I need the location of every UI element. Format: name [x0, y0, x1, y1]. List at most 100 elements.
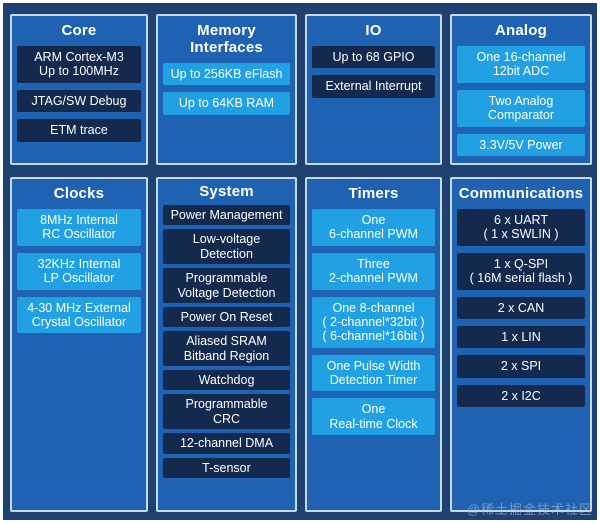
feature-text: ETM trace [50, 123, 108, 138]
feature-text: Bitband Region [183, 348, 270, 363]
feature-text: 2 x SPI [500, 359, 542, 374]
feature-box: Up to 68 GPIO [312, 46, 435, 69]
feature-box: 12-channel DMA [163, 433, 290, 454]
feature-text: 3.3V/5V Power [479, 137, 563, 152]
feature-box: 2 x CAN [457, 296, 585, 319]
panel-title-io: IO [365, 22, 382, 39]
feature-text: Programmable [185, 271, 268, 286]
feature-text: Up to 100MHz [39, 64, 119, 79]
feature-text: Watchdog [198, 373, 255, 387]
feature-text: ARM Cortex-M3 [34, 50, 124, 64]
feature-text: Programmable [185, 397, 268, 412]
feature-text: JTAG/SW Debug [31, 93, 127, 108]
feature-list: 6 x UART( 1 x SWLIN ) 1 x Q-SPI( 16M seri… [457, 209, 585, 407]
feature-text: LP Oscillator [43, 271, 115, 286]
feature-list: Up to 256KB eFlash Up to 64KB RAM [163, 63, 290, 115]
watermark: @稀土掘金技术社区 [466, 502, 593, 517]
feature-box: T-sensor [163, 457, 290, 478]
feature-box: 1 x LIN [457, 325, 585, 349]
feature-text: One 8-channel [332, 300, 415, 315]
panel-title-communications: Communications [458, 185, 584, 202]
feature-text: T-sensor [202, 460, 251, 475]
feature-box: External Interrupt [312, 75, 435, 98]
feature-text: Three [357, 256, 390, 271]
feature-text: 4-30 MHz External [27, 300, 131, 315]
feature-box: Up to 64KB RAM [163, 92, 290, 115]
feature-box: ETM trace [17, 119, 141, 142]
feature-text: 8MHz Internal [40, 213, 118, 227]
feature-text: 1 x Q-SPI [493, 256, 549, 271]
feature-text: ( 2-channel*32bit ) [322, 314, 425, 329]
feature-box: 2 x SPI [457, 355, 585, 378]
panel-title-memory-interfaces: Memory Interfaces [190, 22, 263, 56]
feature-text: Low-voltage [192, 232, 261, 247]
feature-text: One 16-channel [476, 50, 566, 64]
feature-box: 1 x Q-SPI( 16M serial flash ) [457, 252, 585, 290]
feature-list: Up to 68 GPIO External Interrupt [312, 46, 435, 98]
feature-text: One [361, 402, 386, 417]
feature-text: CRC [212, 411, 241, 426]
feature-text: ( 1 x SWLIN ) [483, 227, 559, 242]
feature-box: 3.3V/5V Power [457, 133, 585, 156]
feature-text: Power On Reset [180, 309, 273, 324]
feature-box: 2 x I2C [457, 384, 585, 407]
panel-io: IO Up to 68 GPIO External Interrupt [305, 14, 442, 165]
feature-text: Real-time Clock [329, 416, 418, 431]
panel-title-clocks: Clocks [53, 185, 105, 202]
feature-text: Power Management [170, 208, 283, 222]
feature-text: 6 x UART [494, 213, 548, 227]
feature-box: Up to 256KB eFlash [163, 63, 290, 86]
feature-box: Power Management [163, 205, 290, 226]
feature-text: Crystal Oscillator [31, 314, 127, 329]
feature-text: ( 16M serial flash ) [469, 271, 573, 286]
feature-box: Watchdog [163, 370, 290, 391]
panel-title-timers: Timers [348, 185, 399, 202]
feature-text: 1 x LIN [501, 329, 541, 344]
feature-text: 2 x CAN [497, 300, 545, 315]
feature-box: 6 x UART( 1 x SWLIN ) [457, 209, 585, 246]
feature-text: 12bit ADC [492, 64, 550, 79]
feature-text: 12-channel DMA [179, 436, 274, 451]
feature-text: One [361, 213, 386, 227]
feature-text: RC Oscillator [42, 227, 116, 242]
feature-text: 6-channel PWM [329, 227, 418, 242]
panel-title-analog: Analog [494, 22, 548, 39]
feature-text: Detection Timer [329, 373, 418, 387]
feature-text: 2 x I2C [501, 388, 541, 403]
feature-text: External Interrupt [325, 79, 422, 94]
panel-title-core: Core [61, 22, 97, 39]
feature-text: ( 6-channel*16bit ) [322, 329, 425, 344]
feature-text: Up to 256KB eFlash [170, 67, 283, 81]
feature-text: 32KHz Internal [37, 256, 121, 271]
feature-text: 2-channel PWM [329, 271, 418, 286]
feature-text: Up to 68 GPIO [332, 50, 415, 64]
panel-communications: Communications 6 x UART( 1 x SWLIN ) 1 x Q… [450, 177, 592, 512]
feature-box: JTAG/SW Debug [17, 89, 141, 113]
